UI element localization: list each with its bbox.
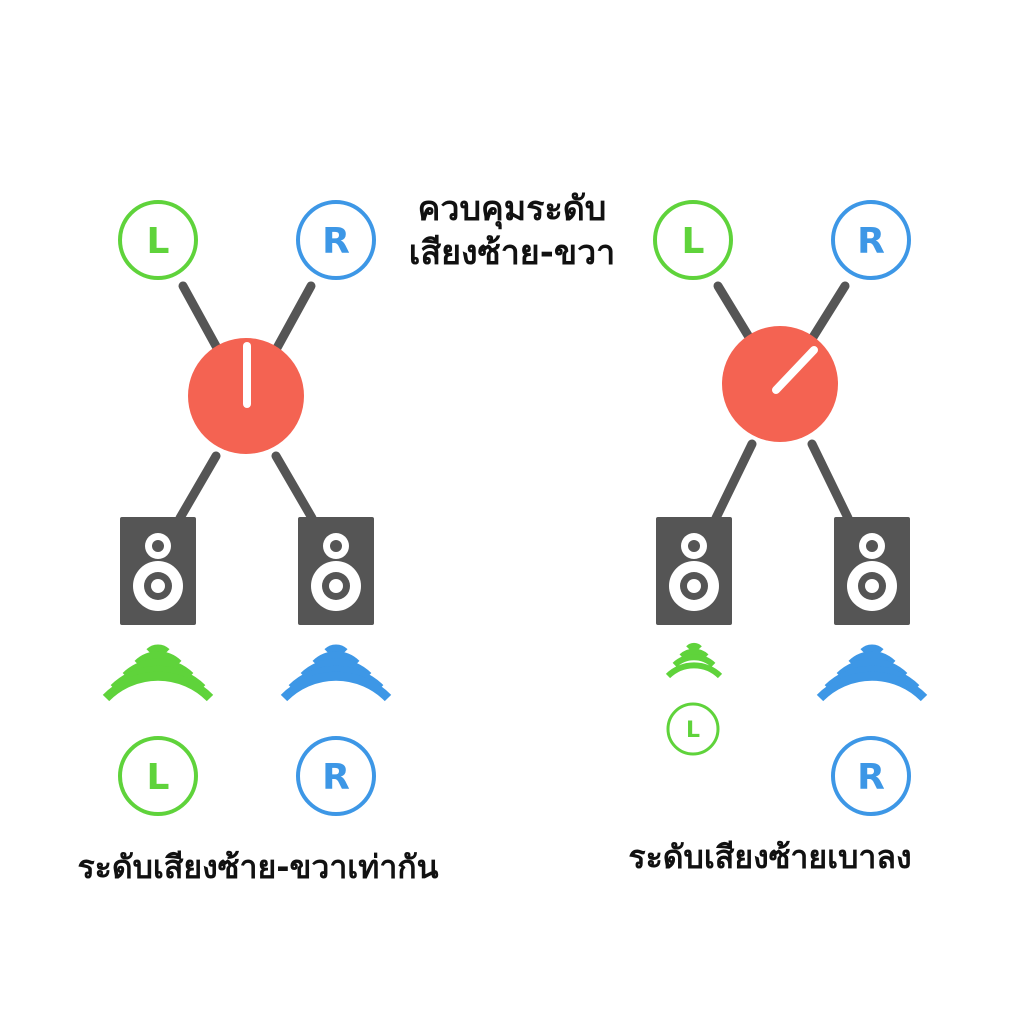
sound-wave-icon-right <box>816 644 928 702</box>
cable-bottom-left <box>711 439 757 523</box>
badge-bottom-left: L <box>118 736 198 816</box>
cable-bottom-right <box>807 439 853 523</box>
badge-top-left-label: L <box>682 221 705 262</box>
header-line-2: เสียงซ้าย-ขวา <box>409 233 616 273</box>
cables <box>711 281 853 523</box>
speaker-icon-left <box>120 517 196 625</box>
header-line-1: ควบคุมระดับ <box>418 189 607 230</box>
cable-bottom-right <box>271 451 317 523</box>
balance-knob-icon <box>722 326 838 442</box>
speaker-icon-right <box>298 517 374 625</box>
caption-equal: ระดับเสียงซ้าย-ขวาเท่ากัน <box>77 848 438 886</box>
speaker-icon-right <box>834 517 910 625</box>
cable-top-right <box>267 281 316 362</box>
badge-top-right-label: R <box>322 221 350 262</box>
badge-top-left: L <box>653 200 733 280</box>
badge-top-right-label: R <box>857 221 885 262</box>
speaker-icon-left <box>656 517 732 625</box>
cable-top-left <box>178 281 227 362</box>
badge-bottom-right-label: R <box>857 757 885 798</box>
badge-bottom-left-label: L <box>147 757 170 798</box>
badge-top-right: R <box>831 200 911 280</box>
sound-wave-icon-left <box>665 642 723 679</box>
badge-bottom-right-label: R <box>322 757 350 798</box>
caption-left-lower: ระดับเสียงซ้ายเบาลง <box>628 838 911 876</box>
cables <box>175 281 317 523</box>
cable-top-right <box>805 281 850 347</box>
badge-bottom-left-label: L <box>686 718 700 743</box>
badge-bottom-right: R <box>831 736 911 816</box>
badge-top-right: R <box>296 200 376 280</box>
sound-wave-icon-left <box>102 644 214 702</box>
badge-top-left-label: L <box>147 221 170 262</box>
balance-knob-icon <box>188 338 304 454</box>
cable-bottom-left <box>175 451 221 523</box>
sound-wave-icon-right <box>280 644 392 702</box>
cable-top-left <box>713 281 757 347</box>
badge-top-left: L <box>118 200 198 280</box>
badge-bottom-left: L <box>666 702 720 756</box>
knob-indicator <box>772 346 818 394</box>
panel-left-lower: L R <box>628 200 928 876</box>
panel-equal: L R <box>77 200 439 886</box>
badge-bottom-right: R <box>296 736 376 816</box>
